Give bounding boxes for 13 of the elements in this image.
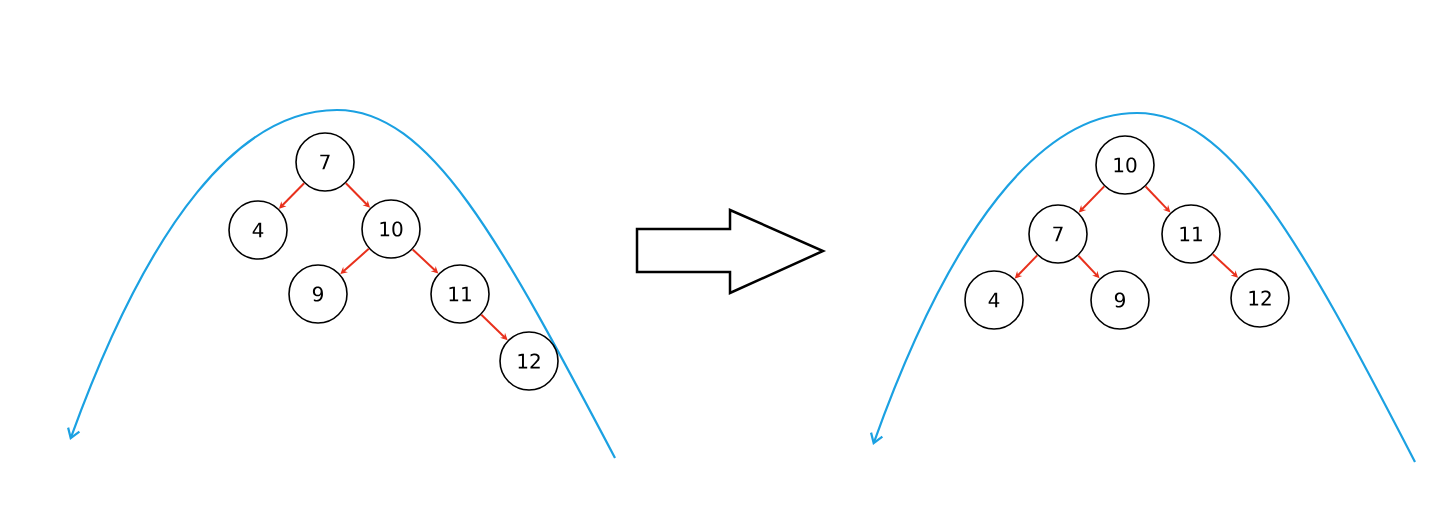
tree-node: 10: [1095, 135, 1155, 195]
tree-node: 11: [1161, 204, 1221, 264]
tree-node: 11: [430, 264, 490, 324]
tree-node: 4: [964, 270, 1024, 330]
tree-node: 7: [1028, 204, 1088, 264]
tree-node: 10: [361, 199, 421, 259]
tree-node: 9: [288, 264, 348, 324]
tree-node: 12: [1230, 268, 1290, 328]
tree-node: 7: [295, 132, 355, 192]
arrow: [1144, 185, 1171, 213]
tree-node: 9: [1090, 270, 1150, 330]
tree-node: 4: [228, 200, 288, 260]
tree-node: 12: [499, 331, 559, 391]
